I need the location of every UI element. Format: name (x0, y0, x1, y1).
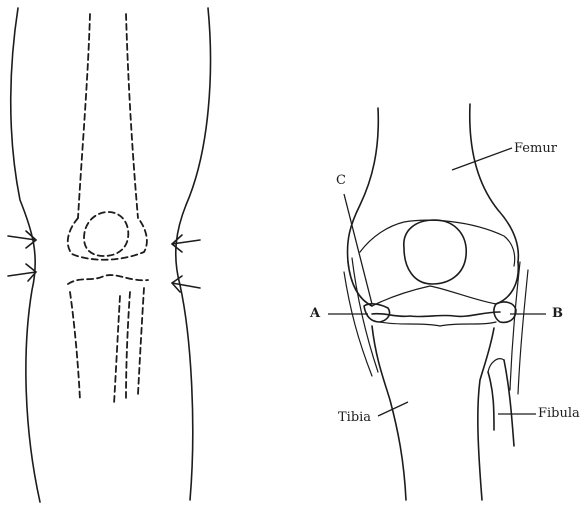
femur-inner-outline (360, 220, 515, 266)
femur-shaft-left (348, 108, 379, 262)
joint-line-dashed (68, 275, 148, 284)
patella-dashed (84, 212, 128, 256)
femur-shaft-left-dashed (78, 14, 90, 218)
arrow-left-lower (8, 264, 36, 281)
femur-intercondylar (372, 286, 496, 306)
arrow-right-lower (172, 276, 200, 292)
fibula-head (488, 359, 504, 372)
c-label: C (336, 174, 346, 187)
right-knee-figure (328, 104, 546, 500)
fibula-label: Fibula (538, 407, 580, 420)
left-leg-figure (8, 8, 210, 502)
tibia-left-edge (372, 326, 406, 500)
left-leg-outline-left (11, 8, 40, 502)
tibia-right-edge (478, 328, 494, 500)
fibula-left-dashed (126, 292, 130, 398)
lateral-collateral-ligament-2 (518, 270, 528, 394)
lateral-collateral-ligament (510, 262, 520, 390)
tibia-left-dashed (70, 292, 80, 400)
femur-condyles-dashed (68, 218, 147, 260)
femur-shaft-right-dashed (126, 14, 138, 218)
femur-label: Femur (514, 142, 557, 155)
fibula-right-edge (504, 360, 514, 446)
femur-leader-line (452, 148, 512, 170)
tibia-right-dashed (114, 296, 120, 404)
b-label: B (552, 307, 563, 320)
a-label: A (310, 307, 320, 320)
patella (404, 220, 466, 284)
femur-shaft-right (470, 104, 519, 262)
fibula-left-edge (488, 372, 494, 430)
femur-condyle-medial (348, 262, 372, 306)
femur-condyle-lateral (496, 262, 518, 304)
left-leg-outline-right (176, 8, 211, 500)
fibula-right-dashed (138, 288, 144, 394)
tibial-plateau (372, 312, 500, 317)
tibial-plateau-lower (380, 322, 496, 326)
tibia-label: Tibia (338, 411, 371, 424)
